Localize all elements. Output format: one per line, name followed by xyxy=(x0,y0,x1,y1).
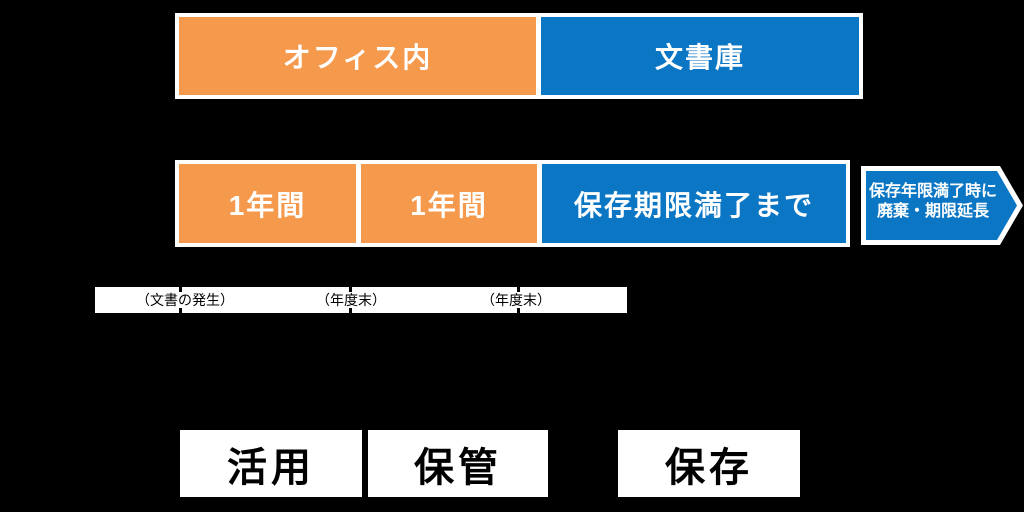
office-box-label: オフィス内 xyxy=(282,42,433,73)
year1-box: 1年間 xyxy=(179,164,356,243)
year1-box-label: 1年間 xyxy=(228,189,307,221)
phase-preservation-label: 保存 xyxy=(665,445,753,490)
timeline-tick xyxy=(179,287,182,292)
expiry-arrow-line2: 廃棄・期限延長 xyxy=(876,203,989,220)
location-row: オフィス内 文書庫 xyxy=(175,13,863,99)
phase-box-storage: 保管 xyxy=(368,430,548,497)
timeline-tick xyxy=(349,308,352,313)
phase-box-utilization: 活用 xyxy=(180,430,362,497)
year2-box: 1年間 xyxy=(361,164,537,243)
retention-box: 保存期限満了まで xyxy=(542,164,846,243)
phase-box-preservation: 保存 xyxy=(618,430,800,497)
timeline-strip xyxy=(95,287,627,313)
phase-storage-label: 保管 xyxy=(414,445,502,490)
year2-box-label: 1年間 xyxy=(410,189,488,221)
expiry-arrow-line1: 保存年限満了時に xyxy=(868,183,997,200)
duration-row: 1年間 1年間 保存期限満了まで xyxy=(175,160,850,247)
timeline-tick xyxy=(349,287,352,292)
timeline-event-fiscal-year-end-2: （年度末） xyxy=(481,292,551,308)
expiry-arrow-icon xyxy=(861,166,1023,245)
timeline-tick xyxy=(517,308,520,313)
timeline-event-fiscal-year-end-1: （年度末） xyxy=(316,292,386,308)
office-box: オフィス内 xyxy=(179,17,536,95)
archive-box: 文書庫 xyxy=(541,17,859,95)
timeline-event-creation: （文書の発生） xyxy=(136,292,234,308)
expiry-arrow-label: 保存年限満了時に 廃棄・期限延長 xyxy=(864,182,1002,222)
timeline-tick xyxy=(179,308,182,313)
timeline-tick xyxy=(517,287,520,292)
retention-box-label: 保存期限満了まで xyxy=(573,189,814,221)
phase-utilization-label: 活用 xyxy=(227,445,315,490)
archive-box-label: 文書庫 xyxy=(654,42,745,73)
